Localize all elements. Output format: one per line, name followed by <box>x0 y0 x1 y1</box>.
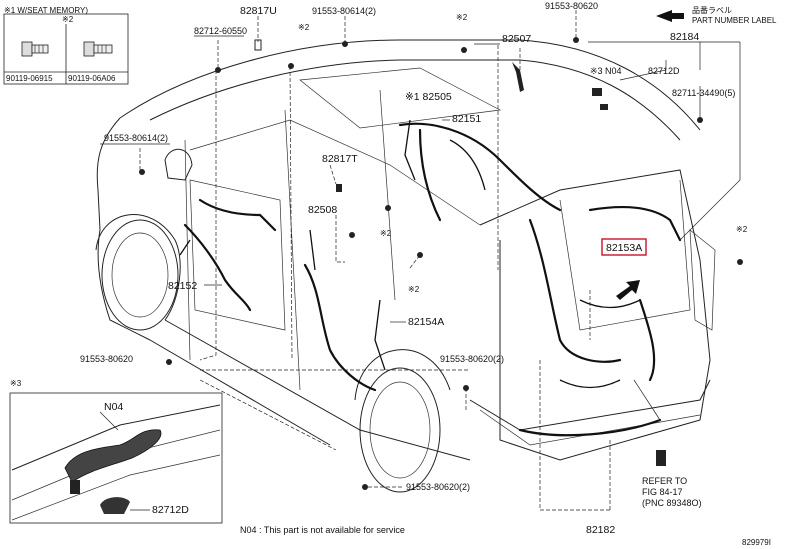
inset-detail-n04: ※3 N04 82712D <box>9 379 223 524</box>
seat-memory-legend: ※1 W/SEAT MEMORY) ※2 90119-06915 90119-0… <box>3 6 129 85</box>
roof-harness <box>398 119 562 222</box>
callout-82182: 82182 <box>586 524 615 536</box>
callout-91553-80614-left: 91553-80614(2) <box>104 133 168 143</box>
part-number-label-legend: 品番ラベル PART NUMBER LABEL <box>656 5 777 25</box>
callout-91553-80620-left: 91553-80620 <box>80 354 133 364</box>
back-door-harness <box>528 205 682 382</box>
label-plate-en: PART NUMBER LABEL <box>692 16 777 25</box>
callout-82817T: 82817T <box>322 153 358 165</box>
inset-note: ※3 <box>10 379 22 388</box>
note2-marker: ※2 <box>736 225 748 234</box>
arrow-icon <box>616 280 640 300</box>
callout-labels: 82712-60550 82817U 91553-80614(2) 91553-… <box>80 1 748 536</box>
callout-82154A: 82154A <box>408 316 444 328</box>
n04-part-icon <box>64 429 162 483</box>
footnote-text: N04 : This part is not available for ser… <box>240 525 405 535</box>
callout-91553-80620-top: 91553-80620 <box>545 1 598 11</box>
refer-pnc-label: (PNC 89348O) <box>642 498 702 508</box>
inset-n04-label: N04 <box>104 401 123 413</box>
legend-note-2: ※2 <box>62 15 74 24</box>
callout-82151: 82151 <box>452 113 481 125</box>
callout-82711-34490: 82711-34490(5) <box>672 88 735 98</box>
refer-to-label: REFER TO <box>642 476 687 486</box>
legend-part-right: 90119-06A06 <box>68 74 116 83</box>
callout-82507: 82507 <box>502 33 531 45</box>
note2-marker: ※2 <box>380 229 392 238</box>
legend-part-left: 90119-06915 <box>6 74 53 83</box>
callout-82505: ※1 82505 <box>405 91 452 103</box>
callout-91553-80620-bottom: 91553-80620(2) <box>406 482 470 492</box>
label-plate-jp: 品番ラベル <box>692 5 732 15</box>
callout-91553-80620-mid: 91553-80620(2) <box>440 354 504 364</box>
callout-91553-80614-top: 91553-80614(2) <box>312 6 376 16</box>
inset-part-label: 82712D <box>152 504 189 516</box>
bolt-icon <box>83 41 113 57</box>
bumper-harness <box>518 379 662 437</box>
note2-marker: ※2 <box>298 23 310 32</box>
front-door-harness <box>179 198 277 312</box>
callout-82712-60550: 82712-60550 <box>194 26 247 36</box>
arrow-left-icon <box>656 10 684 22</box>
callout-82152: 82152 <box>168 280 197 292</box>
callout-n04-top: ※3 N04 <box>590 66 622 76</box>
leader-lines <box>100 10 741 511</box>
callout-82153A: 82153A <box>606 242 642 254</box>
slide-door-harness <box>303 229 386 392</box>
callout-82184: 82184 <box>670 31 699 43</box>
vehicle-body-outline <box>95 39 716 493</box>
callout-82508: 82508 <box>308 204 337 216</box>
callout-82712D: 82712D <box>648 66 680 76</box>
highlight-box <box>601 238 647 256</box>
callout-82817U: 82817U <box>240 5 277 17</box>
diagram-id: 829979I <box>742 538 771 547</box>
refer-fig-label: FIG 84-17 <box>642 487 683 497</box>
note2-marker: ※2 <box>408 285 420 294</box>
note2-marker: ※2 <box>456 13 468 22</box>
bolt-icon <box>21 41 49 57</box>
legend-note-seat-memory: ※1 W/SEAT MEMORY) <box>4 6 88 15</box>
